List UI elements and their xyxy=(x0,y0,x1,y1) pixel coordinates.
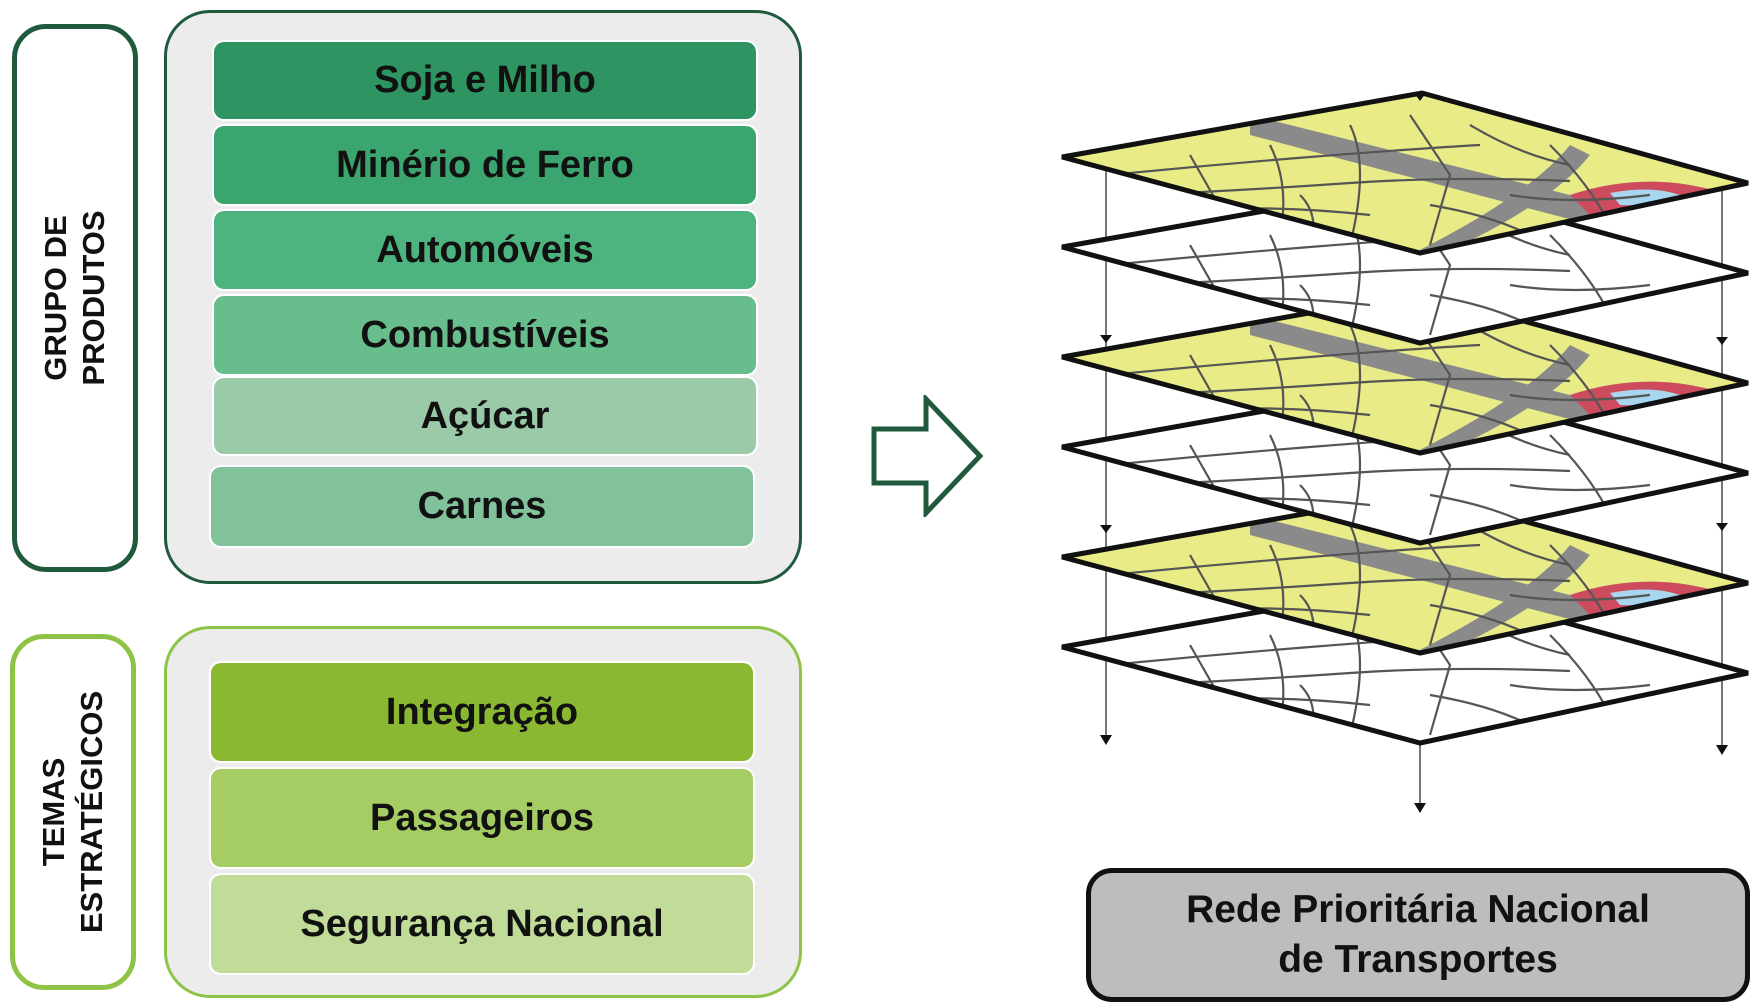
result-line-2: de Transportes xyxy=(1278,938,1558,981)
theme-item-passageiros: Passageiros xyxy=(211,769,753,867)
result-box: Rede Prioritária Nacional de Transportes xyxy=(1086,868,1750,1002)
stacked-map-layers-icon xyxy=(1050,85,1756,813)
result-line-1: Rede Prioritária Nacional xyxy=(1186,888,1650,931)
arrow-right-icon xyxy=(871,395,984,517)
product-item-soja-milho: Soja e Milho xyxy=(214,42,756,119)
themes-side-label: TEMAS ESTRATÉGICOS xyxy=(10,634,136,990)
product-item-acucar: Açúcar xyxy=(214,378,756,454)
themes-side-label-text: TEMAS ESTRATÉGICOS xyxy=(36,690,109,934)
product-item-automoveis: Automóveis xyxy=(214,211,756,289)
product-item-combustiveis: Combustíveis xyxy=(214,296,756,374)
theme-item-integracao: Integração xyxy=(211,663,753,761)
products-side-label: GRUPO DE PRODUTOS xyxy=(12,24,138,572)
theme-item-seguranca: Segurança Nacional xyxy=(211,875,753,973)
product-item-minerio: Minério de Ferro xyxy=(214,126,756,204)
products-side-label-text: GRUPO DE PRODUTOS xyxy=(38,210,111,386)
product-item-carnes: Carnes xyxy=(211,467,753,546)
